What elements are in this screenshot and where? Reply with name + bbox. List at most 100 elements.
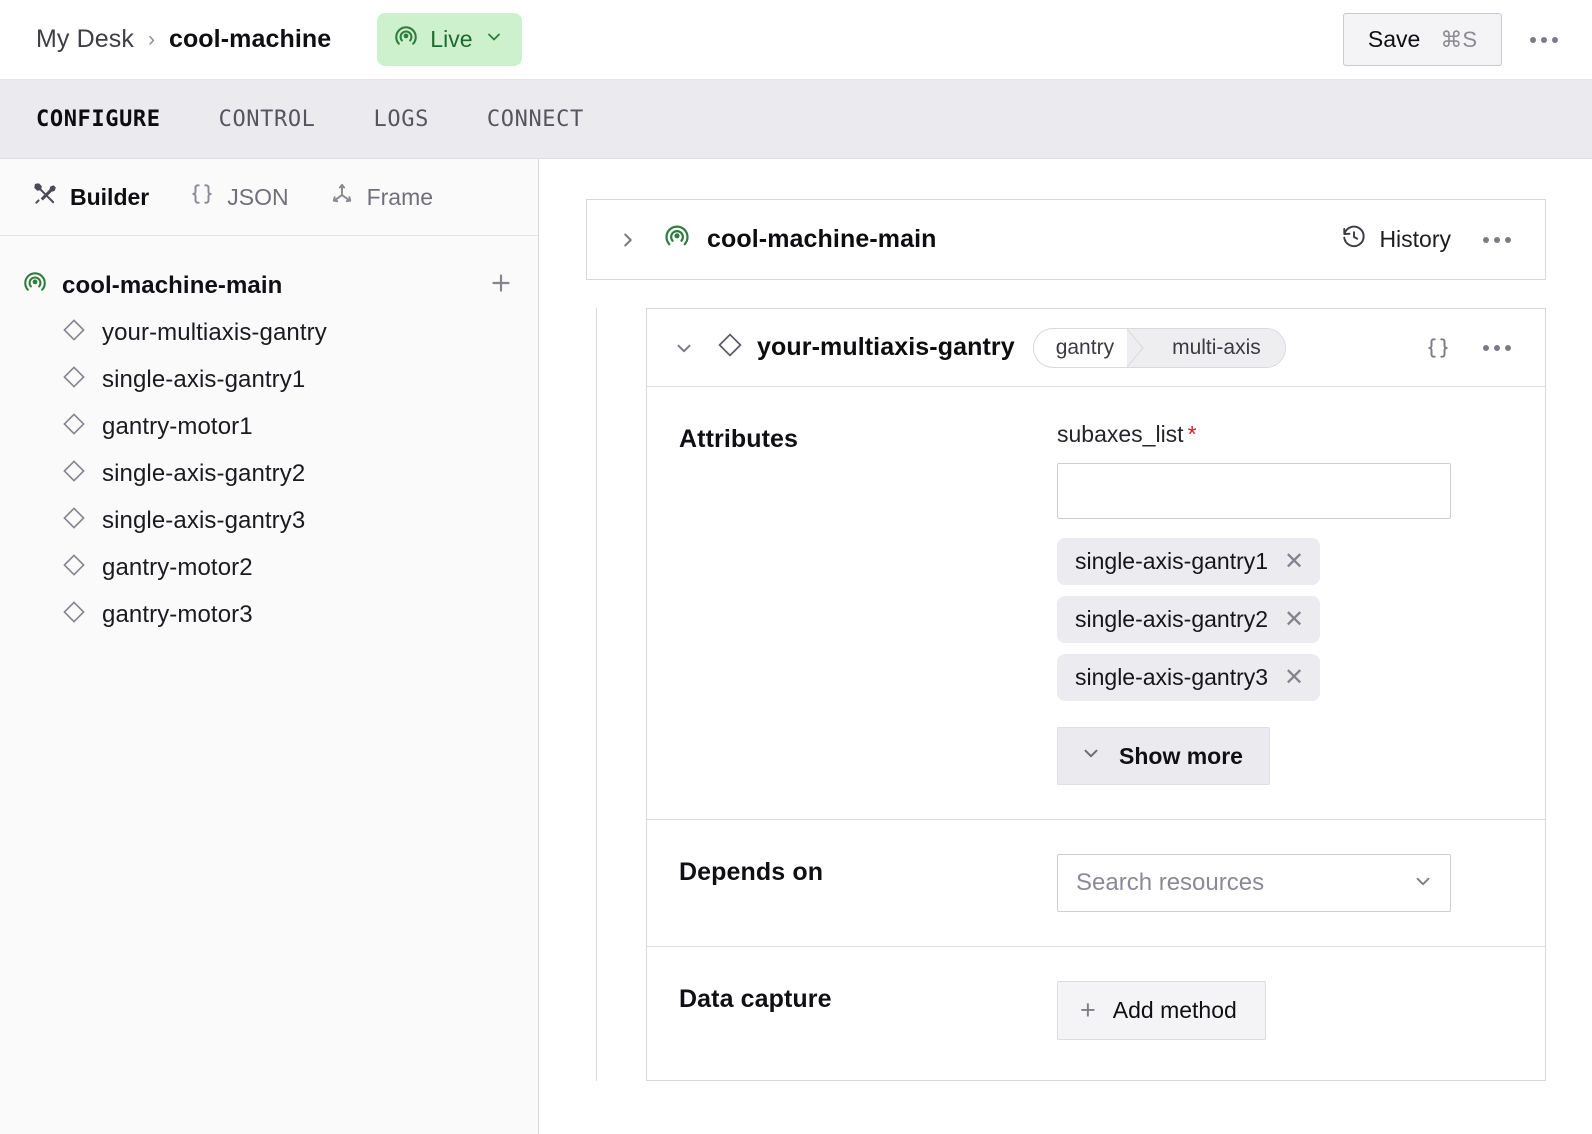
save-shortcut-label: ⌘S <box>1440 27 1477 53</box>
top-bar: My Desk › cool-machine Live Save ⌘S <box>0 0 1592 80</box>
resource-card-header: your-multiaxis-gantry gantry multi-axis <box>647 309 1545 387</box>
left-toolbar-builder-label: Builder <box>70 184 149 211</box>
resource-model-label: multi-axis <box>1146 329 1285 367</box>
add-method-label: Add method <box>1113 997 1237 1024</box>
left-panel: Builder JSON <box>0 159 539 1134</box>
machine-card-overflow-menu-icon[interactable] <box>1471 227 1523 253</box>
machine-card-actions: History <box>1335 218 1523 262</box>
resource-card-title: your-multiaxis-gantry <box>757 333 1015 362</box>
nested-resource-wrapper: your-multiaxis-gantry gantry multi-axis <box>586 308 1546 1081</box>
plus-icon: + <box>1080 997 1096 1024</box>
chevron-down-icon <box>484 27 504 52</box>
tree-item-label: single-axis-gantry2 <box>102 460 305 488</box>
chip-single-axis-gantry3[interactable]: single-axis-gantry3 ✕ <box>1057 654 1320 701</box>
tab-logs[interactable]: LOGS <box>374 107 467 132</box>
left-toolbar-frame-label: Frame <box>367 184 433 211</box>
tree-item-label: single-axis-gantry1 <box>102 366 305 394</box>
diamond-icon <box>62 459 86 488</box>
subaxes-chip-list: single-axis-gantry1 ✕ single-axis-gantry… <box>1057 538 1521 701</box>
machine-card: cool-machine-main History <box>586 199 1546 280</box>
history-button-label: History <box>1379 226 1451 253</box>
live-status-badge[interactable]: Live <box>377 13 521 66</box>
chevron-down-icon <box>1080 742 1102 770</box>
breadcrumb-separator: › <box>148 28 155 52</box>
diamond-icon <box>717 332 743 363</box>
left-panel-toolbar: Builder JSON <box>0 159 538 236</box>
resource-card: your-multiaxis-gantry gantry multi-axis <box>646 308 1546 1081</box>
chip-label: single-axis-gantry2 <box>1075 606 1268 633</box>
depends-on-row: Depends on Search resources <box>647 820 1545 947</box>
left-toolbar-frame[interactable]: Frame <box>329 181 433 213</box>
tab-configure[interactable]: CONFIGURE <box>36 107 199 132</box>
chevron-down-icon[interactable] <box>671 337 697 359</box>
left-toolbar-json-label: JSON <box>227 184 288 211</box>
left-toolbar-json[interactable]: JSON <box>189 181 288 213</box>
tab-connect[interactable]: CONNECT <box>487 107 622 132</box>
save-button-label: Save <box>1368 26 1420 53</box>
right-panel: cool-machine-main History <box>539 159 1592 1134</box>
attributes-row: Attributes subaxes_list* single-axis-gan… <box>647 387 1545 820</box>
chip-label: single-axis-gantry1 <box>1075 548 1268 575</box>
tree-item-label: gantry-motor2 <box>102 554 253 582</box>
broadcast-icon <box>22 270 48 301</box>
tree-item-label: single-axis-gantry3 <box>102 507 305 535</box>
depends-on-label: Depends on <box>679 854 1057 912</box>
tree-root-cool-machine-main[interactable]: cool-machine-main <box>0 262 538 309</box>
depends-on-placeholder: Search resources <box>1076 869 1264 897</box>
history-button[interactable]: History <box>1335 218 1457 262</box>
close-icon[interactable]: ✕ <box>1284 608 1304 632</box>
close-icon[interactable]: ✕ <box>1284 666 1304 690</box>
save-button[interactable]: Save ⌘S <box>1343 13 1502 66</box>
tree-item-your-multiaxis-gantry[interactable]: your-multiaxis-gantry <box>0 309 538 356</box>
braces-icon[interactable] <box>1419 329 1457 367</box>
show-more-button[interactable]: Show more <box>1057 727 1270 785</box>
data-capture-body: + Add method <box>1057 981 1521 1040</box>
tree-item-single-axis-gantry2[interactable]: single-axis-gantry2 <box>0 450 538 497</box>
resource-type-badge[interactable]: gantry multi-axis <box>1033 328 1286 368</box>
resource-card-overflow-menu-icon[interactable] <box>1471 335 1523 361</box>
tree-item-gantry-motor2[interactable]: gantry-motor2 <box>0 544 538 591</box>
resource-card-actions <box>1419 329 1523 367</box>
attributes-body: subaxes_list* single-axis-gantry1 ✕ sing… <box>1057 421 1521 785</box>
chip-single-axis-gantry2[interactable]: single-axis-gantry2 ✕ <box>1057 596 1320 643</box>
add-method-button[interactable]: + Add method <box>1057 981 1266 1040</box>
diamond-icon <box>62 600 86 629</box>
nested-resource-body: your-multiaxis-gantry gantry multi-axis <box>646 308 1546 1081</box>
tree-item-gantry-motor1[interactable]: gantry-motor1 <box>0 403 538 450</box>
top-bar-overflow-menu-icon[interactable] <box>1518 27 1570 53</box>
tree-item-single-axis-gantry3[interactable]: single-axis-gantry3 <box>0 497 538 544</box>
diamond-icon <box>62 318 86 347</box>
live-status-label: Live <box>430 26 472 53</box>
resource-tree: cool-machine-main your-multiaxis-gantry … <box>0 236 538 638</box>
chip-label: single-axis-gantry3 <box>1075 664 1268 691</box>
add-resource-button[interactable] <box>488 270 514 301</box>
chevron-right-icon[interactable] <box>615 229 641 251</box>
tree-item-gantry-motor3[interactable]: gantry-motor3 <box>0 591 538 638</box>
tab-control[interactable]: CONTROL <box>219 107 354 132</box>
badge-divider <box>1128 329 1146 367</box>
chip-single-axis-gantry1[interactable]: single-axis-gantry1 ✕ <box>1057 538 1320 585</box>
machine-card-header: cool-machine-main History <box>587 200 1545 279</box>
depends-on-body: Search resources <box>1057 854 1521 912</box>
attributes-label: Attributes <box>679 421 1057 785</box>
subaxes-list-input[interactable] <box>1057 463 1451 519</box>
close-icon[interactable]: ✕ <box>1284 550 1304 574</box>
data-capture-label: Data capture <box>679 981 1057 1040</box>
subaxes-list-name: subaxes_list <box>1057 421 1184 447</box>
data-capture-row: Data capture + Add method <box>647 947 1545 1080</box>
breadcrumb-current: cool-machine <box>169 25 331 54</box>
resource-type-label: gantry <box>1034 329 1128 367</box>
clock-history-icon <box>1341 224 1367 256</box>
content-split: Builder JSON <box>0 159 1592 1134</box>
left-toolbar-builder[interactable]: Builder <box>32 181 149 213</box>
tree-connector-line <box>596 308 646 1081</box>
tree-item-label: your-multiaxis-gantry <box>102 319 327 347</box>
chevron-down-icon <box>1412 870 1434 897</box>
diamond-icon <box>62 412 86 441</box>
tree-item-single-axis-gantry1[interactable]: single-axis-gantry1 <box>0 356 538 403</box>
depends-on-select[interactable]: Search resources <box>1057 854 1451 912</box>
tree-root-label: cool-machine-main <box>62 272 282 300</box>
tools-icon <box>32 181 58 213</box>
show-more-label: Show more <box>1119 743 1243 770</box>
breadcrumb-root[interactable]: My Desk <box>36 25 134 54</box>
